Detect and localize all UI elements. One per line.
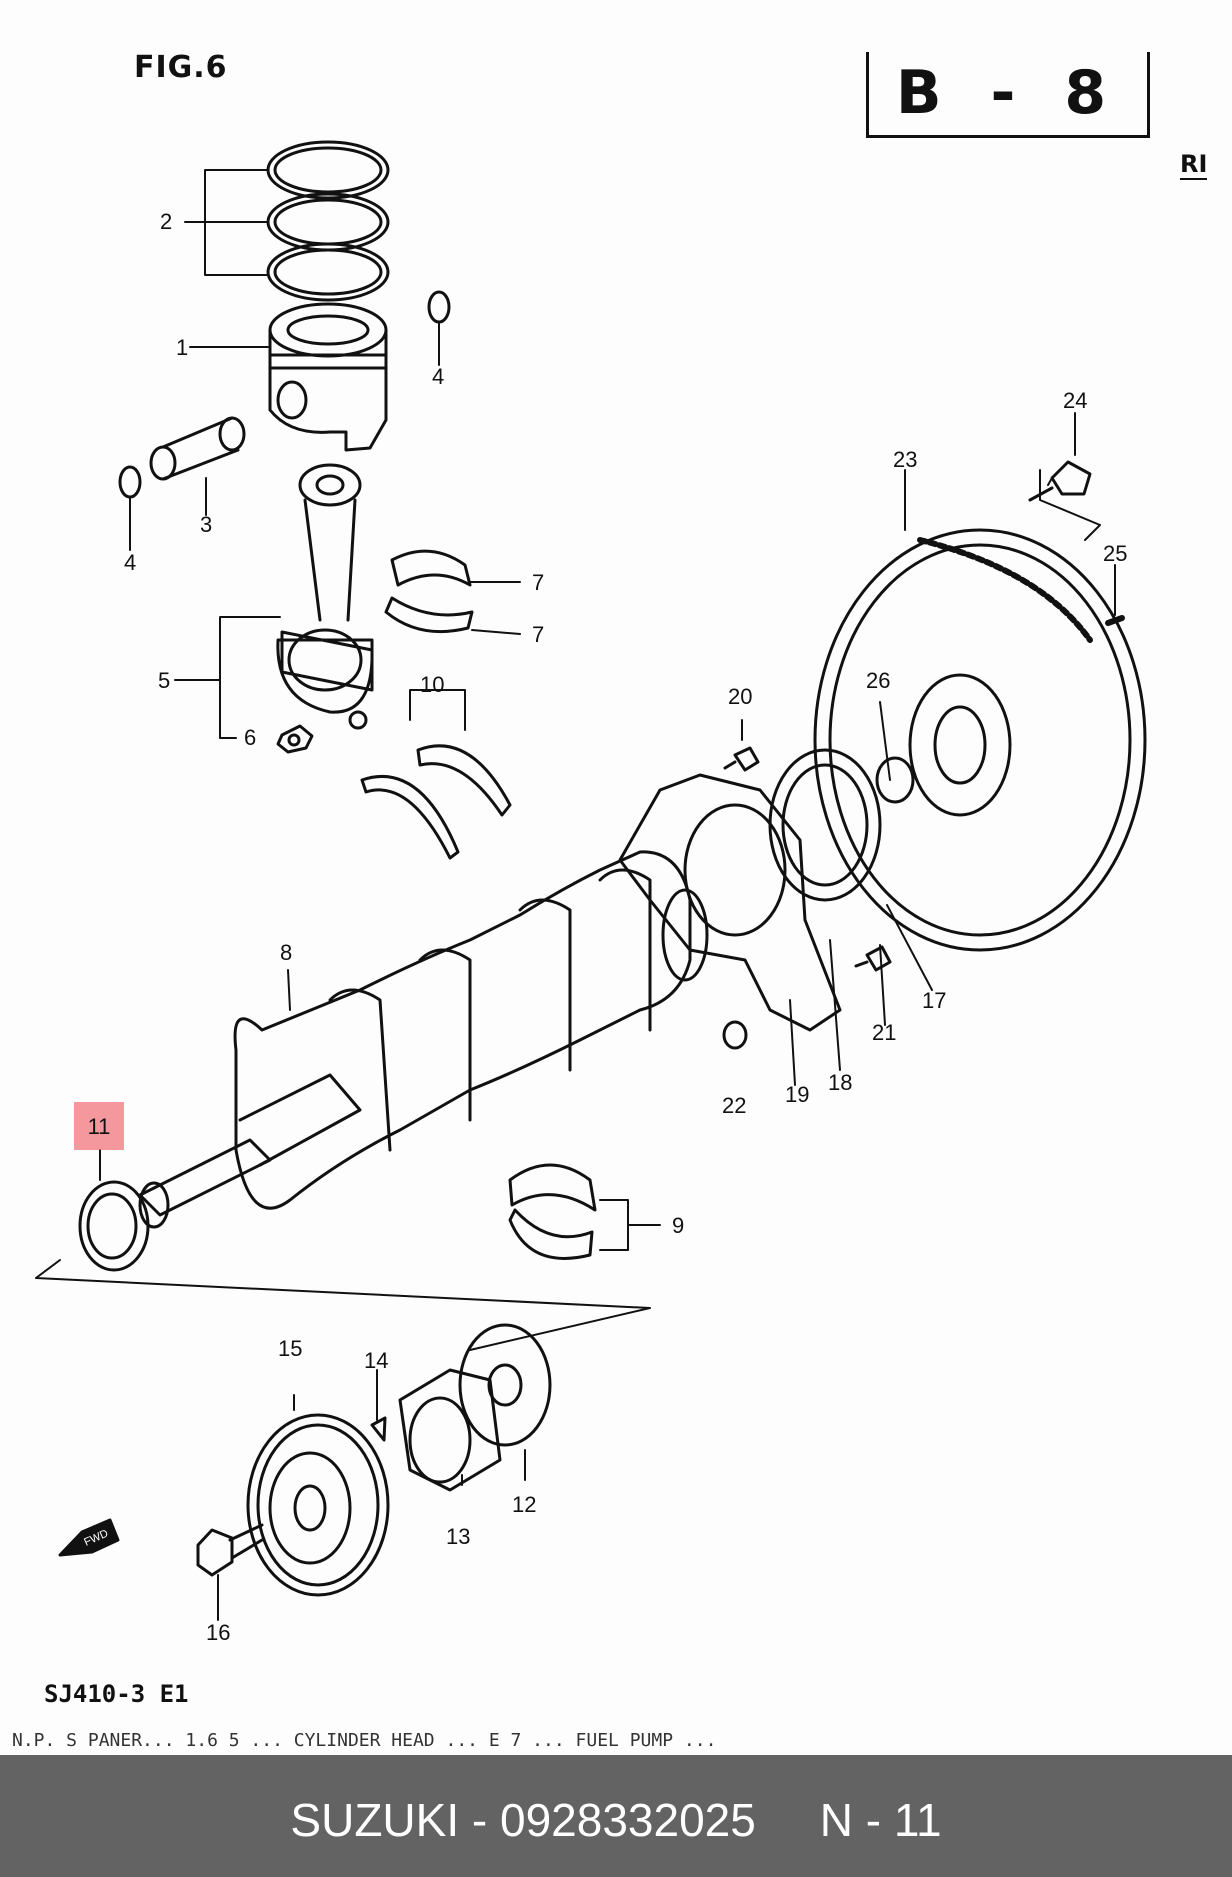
- callout-26: 26: [866, 668, 890, 693]
- highlighted-part-marker[interactable]: 11: [74, 1102, 124, 1150]
- callout-6: 6: [244, 725, 256, 750]
- piston: [268, 302, 388, 452]
- callout-24: 24: [1063, 388, 1087, 413]
- exploded-engine-diagram: FWD: [35, 140, 1147, 1645]
- crankshaft: [138, 850, 709, 1229]
- crank-pulley: [246, 1413, 390, 1597]
- callout-20: 20: [728, 684, 752, 709]
- dowel-pin: [1105, 615, 1125, 626]
- oil-seal-housing: [618, 773, 842, 1032]
- housing-bolt: [723, 746, 760, 772]
- forward-direction-arrow: FWD: [58, 1518, 120, 1557]
- model-code: SJ410-3 E1: [44, 1680, 189, 1708]
- woodruff-key: [370, 1416, 387, 1442]
- highlighted-part-number: 11: [87, 1114, 111, 1139]
- callout-numbers: 2 1 3 4 4 5 6 7 7 8 9 10 12 13 14 15 16 …: [124, 209, 1127, 1645]
- callout-2: 2: [160, 209, 172, 234]
- rod-nut: [276, 724, 314, 754]
- snap-ring-upper: [427, 290, 451, 324]
- piston-pin: [149, 416, 246, 481]
- part-caption-bar: SUZUKI - 0928332025 N - 11: [0, 1755, 1232, 1877]
- callout-8: 8: [280, 940, 292, 965]
- callout-23: 23: [893, 447, 917, 472]
- callout-7-lower: 7: [532, 622, 544, 647]
- thrust-washers: [360, 744, 512, 860]
- callout-21: 21: [872, 1020, 896, 1045]
- part-caption: SUZUKI - 0928332025 N - 11: [290, 1794, 942, 1846]
- parts-diagram-sheet: FWD: [12, 50, 1208, 1750]
- callout-22: 22: [722, 1093, 746, 1118]
- knock-pin: [722, 1020, 748, 1050]
- piston-rings: [266, 140, 390, 302]
- assembly-bracket-lines: [35, 1259, 651, 1351]
- flywheel: [813, 528, 1147, 952]
- callout-15: 15: [278, 1336, 302, 1361]
- snap-ring-lower: [118, 465, 142, 499]
- callout-18: 18: [828, 1070, 852, 1095]
- pulley-bolt: [196, 1523, 264, 1577]
- callout-19: 19: [785, 1082, 809, 1107]
- timing-pulley: [398, 1368, 502, 1492]
- rod-bearings: [384, 549, 474, 634]
- connecting-rod: [276, 463, 374, 730]
- callout-10: 10: [420, 672, 444, 697]
- callout-4-upper: 4: [432, 364, 444, 389]
- footer-index-text: N.P. S PANER... 1.6 5 ... CYLINDER HEAD …: [12, 1730, 717, 1750]
- callout-7-upper: 7: [532, 570, 544, 595]
- callout-9: 9: [672, 1213, 684, 1238]
- main-bearings: [508, 1163, 597, 1260]
- callout-25: 25: [1103, 541, 1127, 566]
- callout-13: 13: [446, 1524, 470, 1549]
- callout-4-lower: 4: [124, 550, 136, 575]
- callout-12: 12: [512, 1492, 536, 1517]
- callout-14: 14: [364, 1348, 388, 1373]
- crank-front-oil-seal: [78, 1180, 150, 1272]
- pulley-guide-plate: [458, 1323, 552, 1447]
- figure-title: FIG.6: [134, 50, 228, 85]
- callout-5: 5: [158, 668, 170, 693]
- rear-oil-seal: [768, 748, 882, 902]
- page-code-box: B - 8: [866, 52, 1150, 138]
- housing-bolt-lower: [854, 945, 892, 972]
- callout-leader-lines: [99, 169, 1116, 1621]
- callout-16: 16: [206, 1620, 230, 1645]
- callout-17: 17: [922, 988, 946, 1013]
- corner-mark: RI: [1180, 150, 1208, 180]
- page-code: B - 8: [895, 58, 1121, 128]
- callout-1: 1: [176, 335, 188, 360]
- callout-3: 3: [200, 512, 212, 537]
